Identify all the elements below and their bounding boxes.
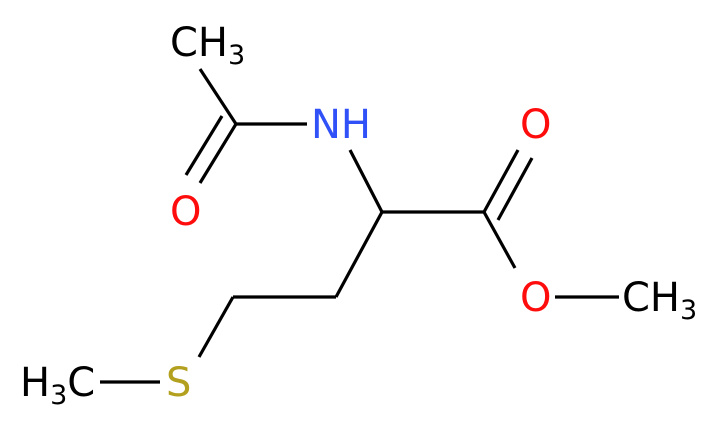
atom-acetyl-methyl: CH3	[170, 20, 245, 71]
bond-acetyl-methyl	[198, 68, 238, 125]
bond-layer	[100, 68, 619, 384]
bond-alpha-to-beta	[334, 211, 384, 298]
atom-thio-methyl: H3C	[20, 360, 95, 411]
bond-gamma-to-sulfur	[197, 296, 235, 358]
bond-nitrogen-to-alpha	[348, 149, 384, 213]
atom-amide-oxygen: O	[170, 189, 201, 235]
bond-ester-carbon-to-oxygen	[482, 211, 517, 269]
atom-label-layer: CH3 NH O O O CH3 S H3C	[20, 20, 697, 411]
bond-acetyl-carbonyl-double-a	[198, 123, 238, 184]
bond-ester-carbonyl-double-a	[482, 149, 520, 213]
atom-sulfur: S	[166, 360, 191, 406]
atom-amide-nitrogen: NH	[311, 102, 371, 148]
atom-carbonyl-oxygen: O	[520, 102, 551, 148]
atom-ester-methyl: CH3	[622, 275, 697, 326]
bond-acetyl-carbonyl-double-b	[184, 115, 224, 176]
bond-ester-carbonyl-double-b	[496, 157, 534, 221]
atom-ester-oxygen: O	[520, 275, 551, 321]
